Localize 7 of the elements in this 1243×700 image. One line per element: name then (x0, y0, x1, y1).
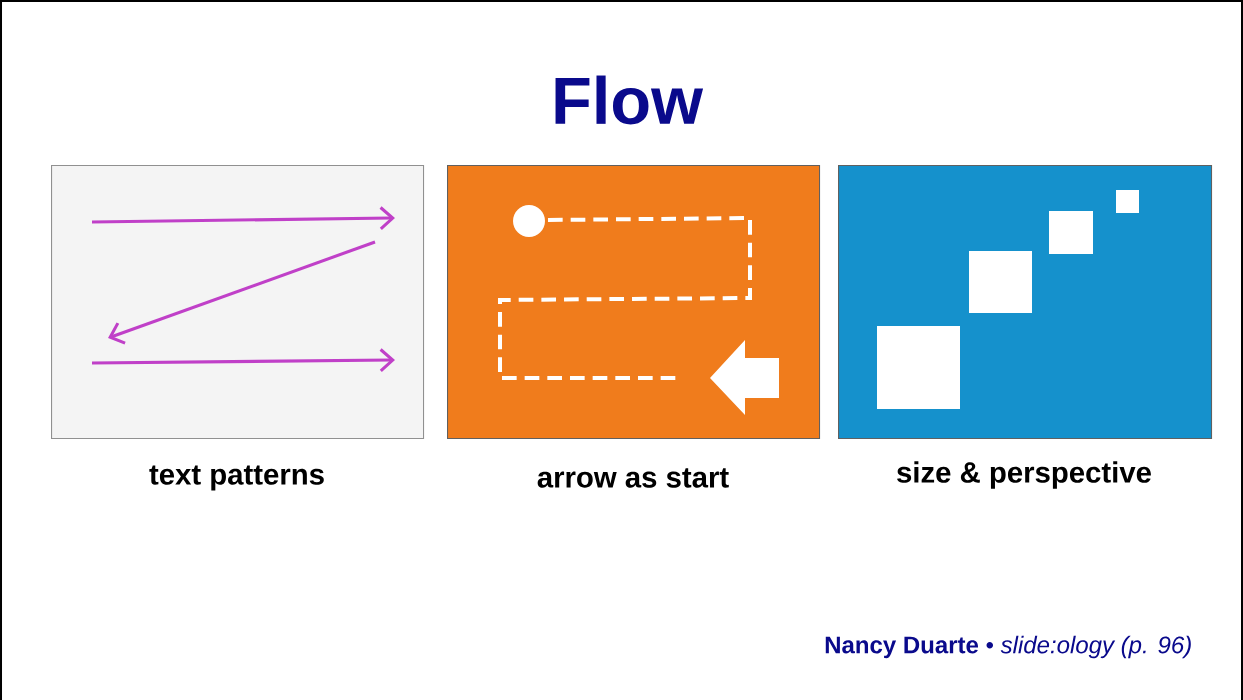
panel-label: arrow as start (537, 468, 729, 488)
panel (51, 165, 425, 440)
panel-label: text patterns (149, 465, 324, 491)
panel (447, 165, 821, 440)
credit-line: Nancy Duarte • slide:ology (p. 96) (825, 635, 1191, 659)
panel-label: size & perspective (897, 461, 1151, 489)
title: Flow (555, 75, 704, 125)
